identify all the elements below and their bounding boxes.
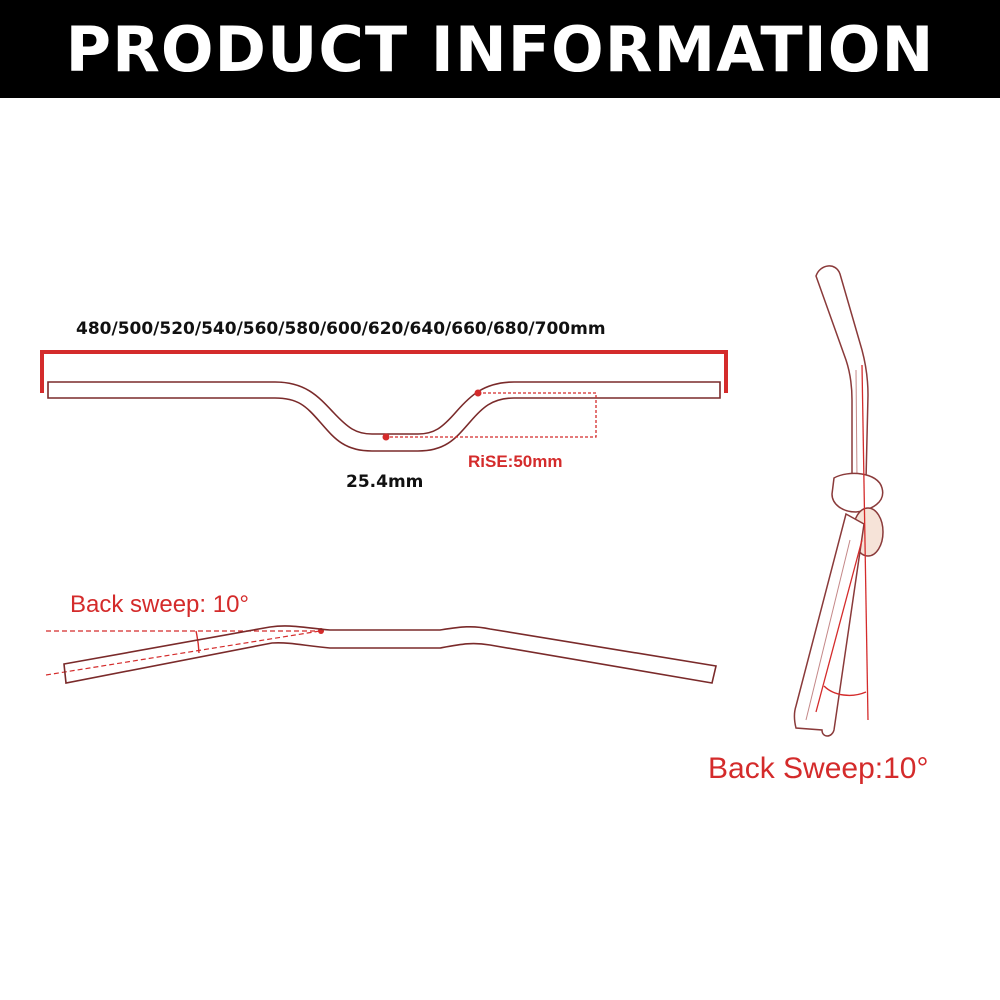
header-bar: PRODUCT INFORMATION: [0, 0, 1000, 98]
top-view: Back sweep: 10°: [45, 591, 717, 684]
rise-dashed-guide: [386, 392, 597, 438]
side-vertical-reference: [861, 364, 869, 721]
sweep-angle-line: [45, 630, 321, 676]
page-title: PRODUCT INFORMATION: [65, 12, 935, 86]
side-upper-bar: [815, 265, 869, 481]
side-sweep-label: Back Sweep:10°: [708, 752, 928, 785]
side-upper-inner-line: [855, 369, 858, 481]
handlebar-front-outline: [47, 381, 721, 452]
handlebar-top-outline: [63, 625, 717, 684]
rise-label: RiSE:50mm: [468, 452, 562, 471]
side-angle-arc: [823, 685, 867, 697]
sweep-angle-arc: [195, 630, 200, 654]
side-lower-inner-line: [805, 539, 851, 721]
clamp-diameter-label: 25.4mm: [346, 472, 423, 492]
side-clamp: [831, 472, 884, 513]
width-bracket: [40, 350, 728, 393]
front-view: 480/500/520/540/560/580/600/620/640/660/…: [40, 319, 728, 492]
side-view: Back Sweep:10°: [708, 265, 928, 785]
width-label: 480/500/520/540/560/580/600/620/640/660/…: [76, 319, 606, 339]
top-sweep-label: Back sweep: 10°: [70, 591, 249, 618]
side-angle-reference: [815, 539, 863, 713]
